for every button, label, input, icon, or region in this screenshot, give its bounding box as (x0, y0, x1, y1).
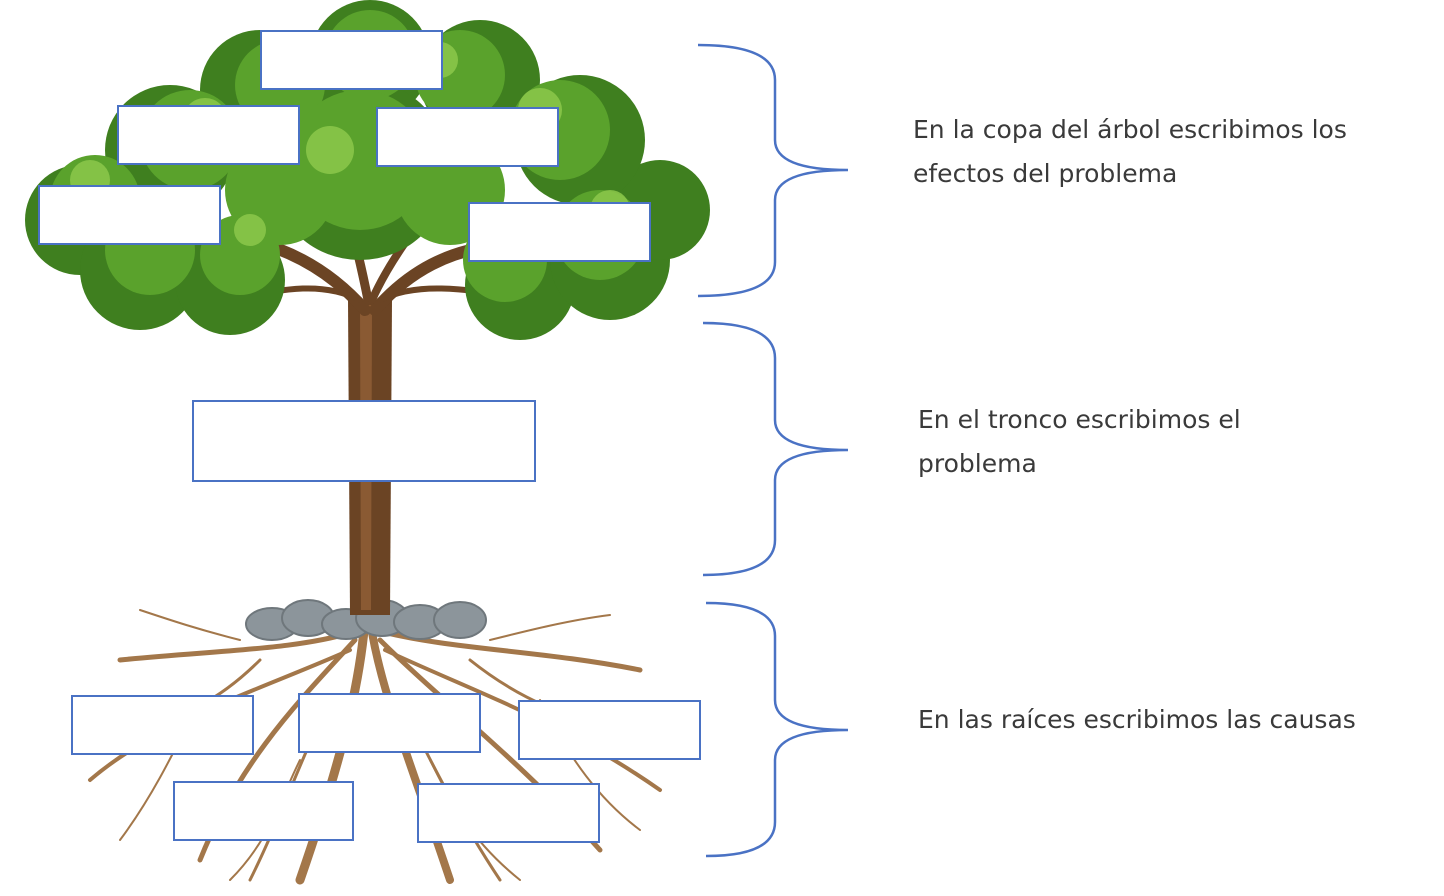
stones (245, 599, 487, 641)
roots-label: En las raíces escribimos las causas (918, 705, 1356, 734)
trunk-bracket (702, 321, 849, 577)
cause-box-3[interactable] (518, 700, 701, 760)
cause-box-1[interactable] (71, 695, 254, 755)
crown-label: En la copa del árbol escribimos los efec… (913, 115, 1347, 188)
cause-box-4[interactable] (173, 781, 354, 841)
roots-bracket (705, 601, 849, 858)
effect-box-3[interactable] (376, 107, 559, 167)
brackets (697, 43, 849, 858)
effect-box-4[interactable] (38, 185, 221, 245)
cause-box-2[interactable] (298, 693, 481, 753)
trunk-label: En el tronco escribimos el problema (918, 405, 1241, 478)
problem-box[interactable] (192, 400, 536, 482)
tree-roots (88, 609, 662, 885)
effect-box-1[interactable] (260, 30, 443, 90)
crown-bracket (697, 43, 849, 298)
cause-box-5[interactable] (417, 783, 600, 843)
effect-box-2[interactable] (117, 105, 300, 165)
effect-box-5[interactable] (468, 202, 651, 262)
